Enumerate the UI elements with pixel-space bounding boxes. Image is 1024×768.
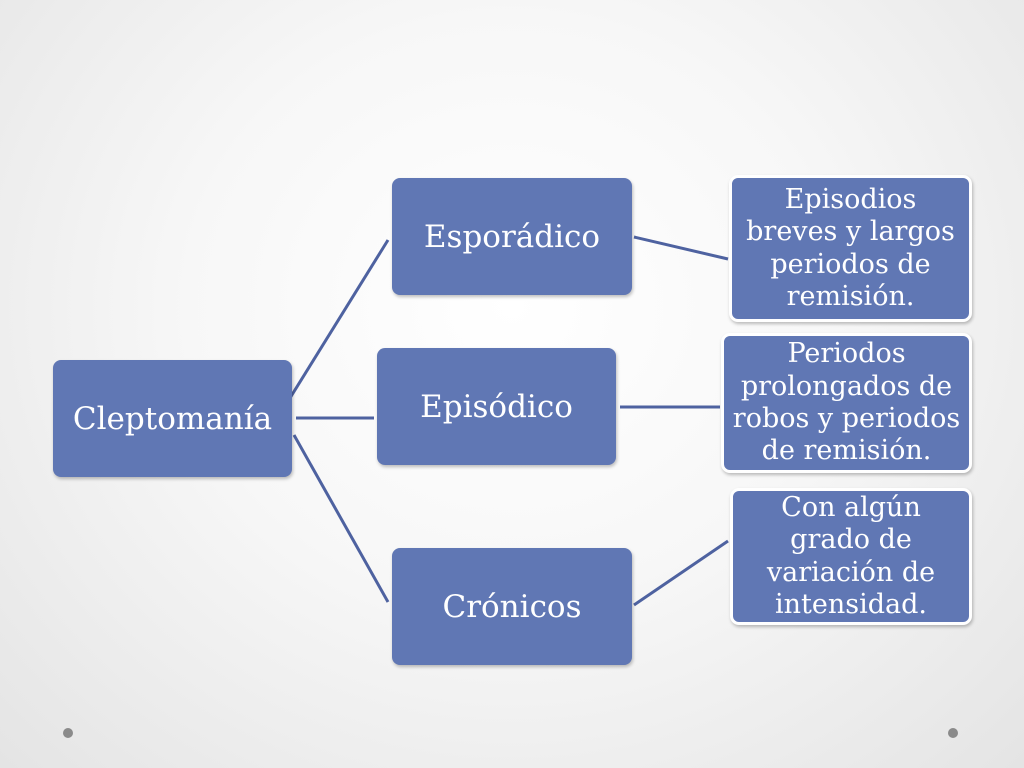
node-episodico-description-text: Periodos prolongados de robos y periodos… bbox=[732, 338, 961, 467]
connector-root-cronicos bbox=[292, 434, 390, 603]
node-cronicos-description-text: Con algún grado de variación de intensid… bbox=[766, 491, 936, 620]
node-esporadico-label: Esporádico bbox=[423, 218, 601, 255]
node-esporadico-description: Episodios breves y largos periodos de re… bbox=[729, 175, 972, 322]
node-cronicos: Crónicos bbox=[392, 548, 632, 665]
node-cronicos-description: Con algún grado de variación de intensid… bbox=[730, 488, 972, 625]
node-cronicos-label: Crónicos bbox=[442, 588, 582, 625]
node-episodico-description: Periodos prolongados de robos y periodos… bbox=[721, 333, 972, 473]
node-episodico-label: Episódico bbox=[420, 388, 573, 425]
connector-cronicos-desc bbox=[633, 539, 729, 607]
corner-dot-right bbox=[948, 728, 958, 738]
node-root: Cleptomanía bbox=[53, 360, 292, 477]
node-esporadico-description-text: Episodios breves y largos periodos de re… bbox=[746, 183, 955, 312]
node-esporadico: Esporádico bbox=[392, 178, 632, 295]
node-root-label: Cleptomanía bbox=[72, 400, 273, 437]
connector-root-esporadico bbox=[288, 239, 390, 399]
connector-esporadico-desc bbox=[633, 235, 729, 261]
corner-dot-left bbox=[63, 728, 73, 738]
node-episodico: Episódico bbox=[377, 348, 616, 465]
